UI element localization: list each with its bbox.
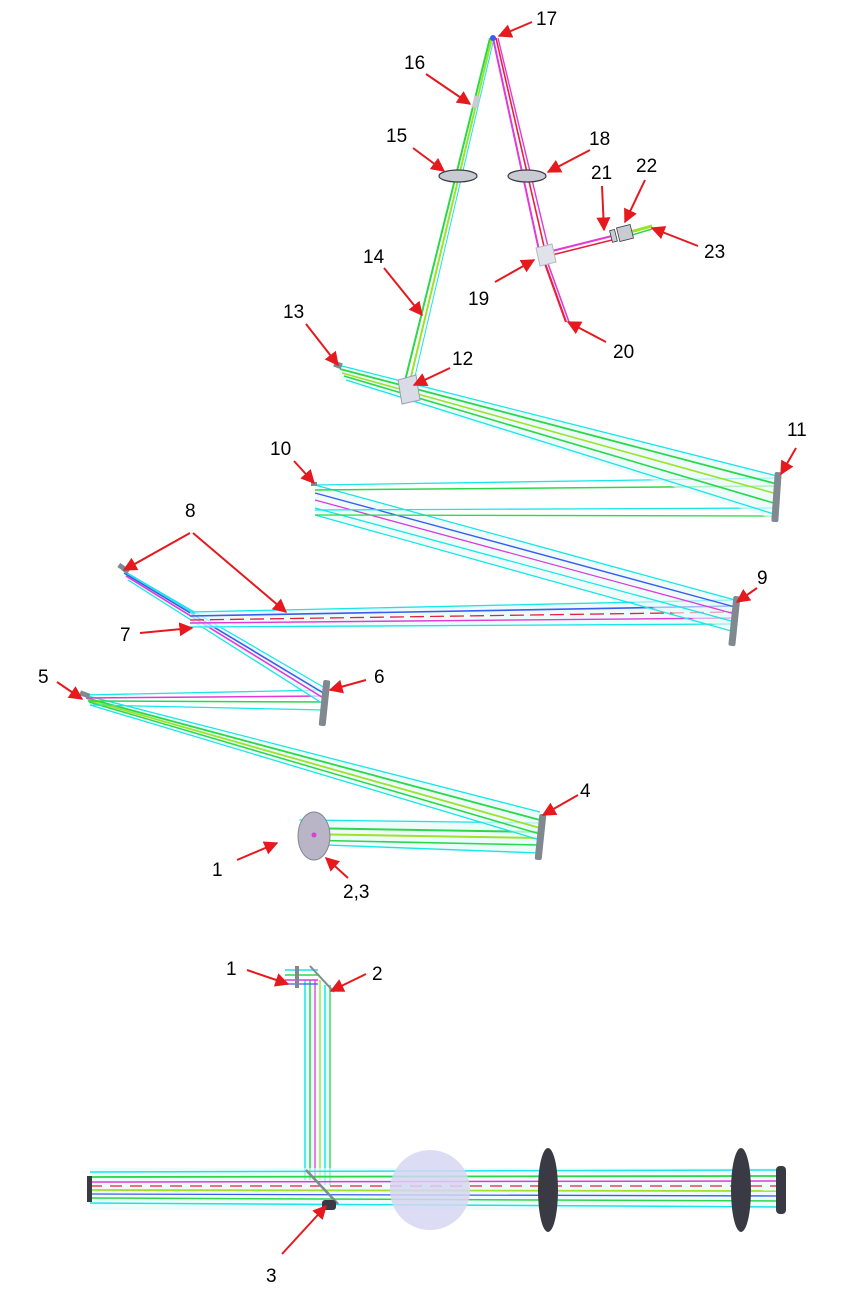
arrow-7: [139, 622, 194, 637]
arrow-22: [624, 179, 646, 224]
label-2-3: 2,3: [343, 882, 369, 903]
beam-19-to-23: [547, 224, 653, 257]
arrow-4: [541, 794, 579, 816]
lens-18: [507, 169, 547, 183]
arrow-b1: [246, 969, 290, 987]
label-18: 18: [589, 129, 610, 150]
label-23: 23: [704, 242, 725, 263]
arrow-23: [650, 226, 699, 247]
end-cap-right: [776, 1166, 786, 1214]
top-optics: [79, 35, 782, 861]
top-labels: 1 2,3 4 5 6 7 8 9 10 11 12 13 14 15 16 1…: [38, 9, 807, 903]
arrow-13: [305, 323, 339, 367]
cube-19: [535, 243, 557, 267]
label-b1: 1: [226, 959, 237, 980]
label-14: 14: [363, 247, 385, 268]
arrow-16: [425, 73, 472, 105]
bottom-labels: 1 2 3: [226, 959, 383, 1287]
lens-15: [438, 169, 478, 183]
disc-center-dot: [311, 832, 317, 838]
beam-mirror-5-to-6: [83, 689, 326, 711]
label-5: 5: [38, 667, 49, 688]
beamsplitter-12: [397, 374, 421, 405]
beam-mirror-6-to-8: [121, 569, 326, 706]
arrow-18: [546, 149, 591, 173]
beam-17-to-19: [492, 37, 551, 256]
arrow-8b: [192, 532, 288, 613]
label-13: 13: [283, 302, 304, 323]
label-4: 4: [580, 781, 591, 802]
arrow-21: [596, 185, 611, 232]
arrow-17: [497, 21, 533, 38]
mirror-4: [534, 814, 547, 861]
arrow-1: [236, 841, 279, 861]
label-16: 16: [404, 53, 425, 74]
beam-19-to-20: [541, 257, 570, 323]
top-callouts: [56, 21, 797, 879]
label-15: 15: [386, 126, 407, 147]
mirror-6: [318, 680, 331, 727]
arrow-15: [412, 147, 446, 172]
arrow-b3: [281, 1204, 327, 1255]
end-stop-left: [87, 1176, 92, 1202]
bottom-optics: [87, 965, 786, 1232]
splitter-3: [305, 1169, 339, 1205]
label-17: 17: [536, 9, 557, 30]
arrow-2-3: [324, 857, 349, 879]
label-6: 6: [374, 667, 385, 688]
arrow-11: [780, 447, 797, 476]
label-11: 11: [787, 420, 807, 441]
top-optical-path: [83, 37, 778, 855]
label-7: 7: [120, 625, 131, 646]
label-1: 1: [212, 860, 223, 881]
arrow-9: [735, 587, 758, 603]
arrow-6: [328, 679, 367, 694]
lens-21: [609, 228, 618, 243]
mirror-11: [771, 471, 782, 523]
aperture-disc-2: [731, 1148, 751, 1232]
label-21: 21: [591, 163, 612, 184]
bottom-callouts: [246, 969, 367, 1255]
label-20: 20: [613, 342, 634, 363]
beam-mirror-9-to-10: [314, 484, 736, 633]
label-10: 10: [270, 439, 291, 460]
arrow-8a: [122, 532, 191, 571]
label-12: 12: [452, 349, 473, 370]
arrow-20: [566, 321, 607, 343]
aperture-disc-1: [538, 1148, 558, 1232]
beam-mirror-4-to-5: [83, 694, 541, 841]
beam-vertical: [303, 980, 331, 1185]
lens-group-22: [616, 224, 634, 242]
label-19: 19: [468, 289, 489, 310]
fold-mirror-1: [295, 966, 299, 988]
mirror-9: [728, 596, 741, 647]
beam-input-to-mirror-4: [299, 818, 541, 855]
large-sphere: [390, 1150, 470, 1230]
label-8: 8: [185, 501, 196, 522]
arrow-12: [412, 367, 451, 386]
label-9: 9: [757, 568, 768, 589]
arrow-10: [293, 460, 315, 485]
arrow-5: [56, 681, 84, 700]
arrow-14: [383, 267, 423, 317]
label-22: 22: [636, 156, 657, 177]
arrow-19: [494, 259, 536, 283]
label-b2: 2: [372, 964, 383, 985]
arrow-b2: [329, 973, 367, 992]
focus-17: [490, 35, 496, 41]
label-b3: 3: [266, 1266, 277, 1287]
element-16: [471, 95, 481, 109]
